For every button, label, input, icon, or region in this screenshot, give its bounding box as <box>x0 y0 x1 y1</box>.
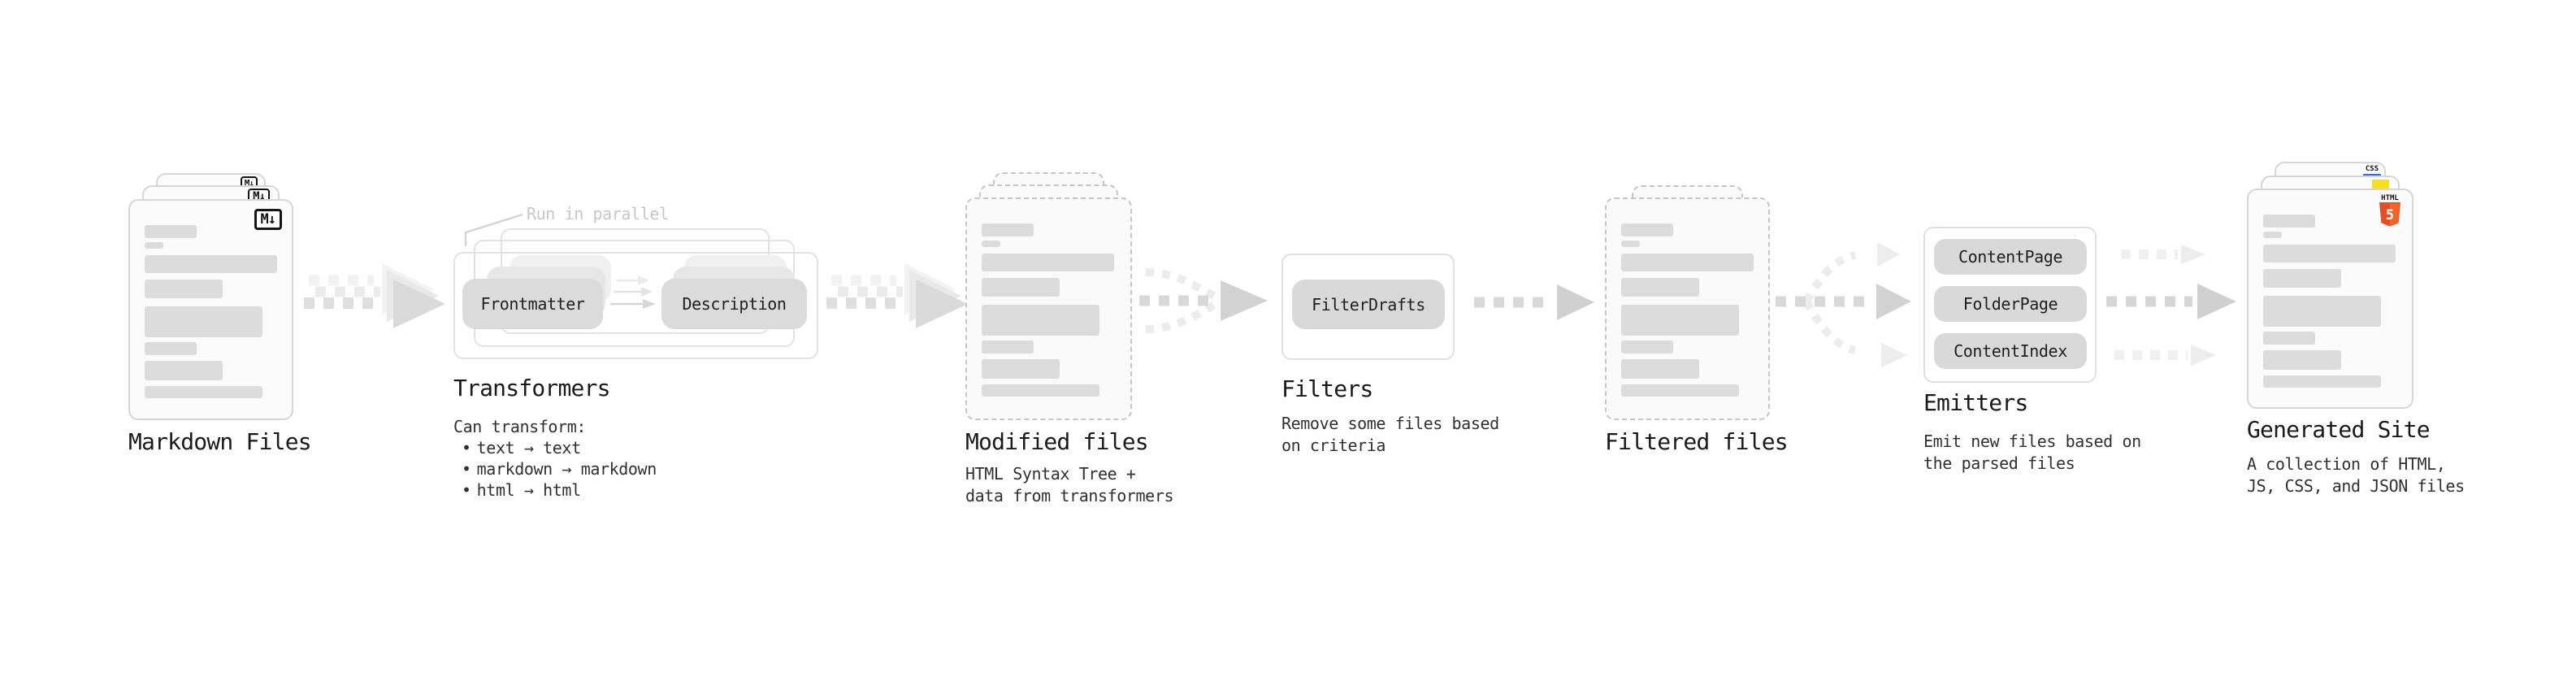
html5-shield: 5 <box>2379 202 2400 227</box>
stage-label-markdown-files: Markdown Files <box>128 428 312 455</box>
stage-label-filters: Filters <box>1281 375 1373 402</box>
desc-line: the parsed files <box>1923 453 2075 473</box>
text-placeholder-bar <box>145 280 223 298</box>
text-placeholder-bar <box>982 241 1000 247</box>
pill-label: ContentIndex <box>1954 341 2067 361</box>
text-placeholder-bar <box>982 278 1060 297</box>
text-placeholder-bar <box>2263 232 2282 238</box>
site-file-html: HTML 5 <box>2247 189 2413 409</box>
text-placeholder-bar <box>1621 340 1673 354</box>
text-placeholder-bar <box>1621 223 1673 236</box>
text-placeholder-bar <box>982 254 1114 271</box>
bullet-item: •markdown → markdown <box>462 458 657 479</box>
transformers-desc-title: Can transform: <box>453 416 586 438</box>
text-placeholder-bar <box>1621 278 1699 297</box>
bullet-icon: • <box>462 480 471 500</box>
emitter-pill-contentindex: ContentIndex <box>1934 333 2087 369</box>
text-placeholder-bar <box>145 225 197 238</box>
text-placeholder-bar <box>2263 375 2381 388</box>
filter-pill-filterdrafts: FilterDrafts <box>1292 280 1445 329</box>
text-placeholder-bar <box>1621 359 1699 379</box>
pill-label: Description <box>682 294 787 314</box>
text-placeholder-bar <box>2263 215 2315 228</box>
transformers-bullet-list: •text → text •markdown → markdown •html … <box>462 437 657 501</box>
filters-desc: Remove some files based on criteria <box>1281 413 1499 457</box>
generated-site-desc: A collection of HTML, JS, CSS, and JSON … <box>2247 453 2465 497</box>
modified-file-front <box>965 197 1132 420</box>
emitter-pill-folderpage: FolderPage <box>1934 286 2087 322</box>
text-placeholder-bar <box>145 255 277 273</box>
arrow-filtered-to-emitters <box>1776 242 1911 367</box>
parallel-arrows-icon <box>610 275 656 309</box>
bullet-icon: • <box>462 438 471 458</box>
text-placeholder-bar <box>2263 332 2315 345</box>
annotation-leader-line <box>464 213 523 246</box>
desc-line: JS, CSS, and JSON files <box>2247 476 2465 496</box>
emitters-desc: Emit new files based on the parsed files <box>1923 431 2141 475</box>
text-placeholder-bar <box>2263 269 2341 288</box>
modified-files-desc: HTML Syntax Tree + data from transformer… <box>965 463 1174 507</box>
text-placeholder-bar <box>145 342 197 355</box>
text-placeholder-bar <box>145 306 262 337</box>
arrow-emitters-to-site-top <box>2121 245 2205 264</box>
transformer-pill-description: Description <box>661 279 807 329</box>
text-placeholder-bar <box>982 359 1060 379</box>
bullet-item: •text → text <box>462 437 657 458</box>
text-placeholder-bar <box>145 386 262 398</box>
text-placeholder-bar <box>2263 296 2381 327</box>
emitter-pill-contentpage: ContentPage <box>1934 239 2087 275</box>
desc-line: Remove some files based <box>1281 414 1499 433</box>
text-placeholder-bar <box>1621 384 1739 397</box>
text-placeholder-bar <box>1621 305 1739 336</box>
desc-line: on criteria <box>1281 436 1386 455</box>
desc-line: Can transform: <box>453 417 586 436</box>
css-icon-label: CSS <box>2365 165 2379 173</box>
run-in-parallel-annotation: Run in parallel <box>527 204 669 223</box>
pill-label: FolderPage <box>1962 294 2058 314</box>
text-placeholder-bar <box>145 361 223 380</box>
bullet-text: html → html <box>476 480 581 500</box>
stage-label-filtered-files: Filtered files <box>1605 428 1789 455</box>
arrow-transformers-to-modified <box>826 263 968 328</box>
desc-line: data from transformers <box>965 486 1174 505</box>
stage-label-modified-files: Modified files <box>965 428 1149 455</box>
stage-label-emitters: Emitters <box>1923 389 2028 416</box>
text-placeholder-bar <box>982 223 1034 236</box>
desc-line: Emit new files based on <box>1923 432 2141 451</box>
text-placeholder-bar <box>1621 254 1754 271</box>
html5-icon-label: HTML <box>2381 194 2399 202</box>
transformer-layer-front <box>453 252 818 359</box>
arrow-emitters-to-site-bottom <box>2114 345 2216 366</box>
text-placeholder-bar <box>2263 350 2341 370</box>
markdown-file-front: M↓ <box>128 199 293 420</box>
arrow-emitters-to-site-middle <box>2106 284 2236 319</box>
filtered-file-front <box>1605 197 1770 420</box>
arrow-modified-to-filters <box>1139 268 1268 333</box>
pill-label: ContentPage <box>1958 247 2063 267</box>
text-placeholder-bar <box>145 242 163 249</box>
arrow-markdown-to-transformers <box>304 263 445 328</box>
html5-icon: HTML 5 <box>2379 194 2401 227</box>
markdown-icon: M↓ <box>254 209 282 230</box>
text-placeholder-bar <box>982 340 1034 354</box>
bullet-item: •html → html <box>462 479 657 501</box>
bullet-text: markdown → markdown <box>476 459 657 479</box>
arrow-filters-to-filtered <box>1474 284 1594 320</box>
stage-label-transformers: Transformers <box>453 375 611 401</box>
text-placeholder-bar <box>1621 241 1640 247</box>
transformer-pill-frontmatter: Frontmatter <box>462 279 603 329</box>
text-placeholder-bar <box>2263 245 2396 262</box>
stage-label-generated-site: Generated Site <box>2247 416 2431 443</box>
bullet-text: text → text <box>476 438 581 458</box>
svg-text:5: 5 <box>2386 207 2394 223</box>
pill-label: Frontmatter <box>480 294 585 314</box>
desc-line: HTML Syntax Tree + <box>965 464 1136 484</box>
text-placeholder-bar <box>982 384 1099 397</box>
bullet-icon: • <box>462 459 471 479</box>
pill-label: FilterDrafts <box>1312 294 1425 314</box>
text-placeholder-bar <box>982 305 1099 336</box>
desc-line: A collection of HTML, <box>2247 454 2446 474</box>
